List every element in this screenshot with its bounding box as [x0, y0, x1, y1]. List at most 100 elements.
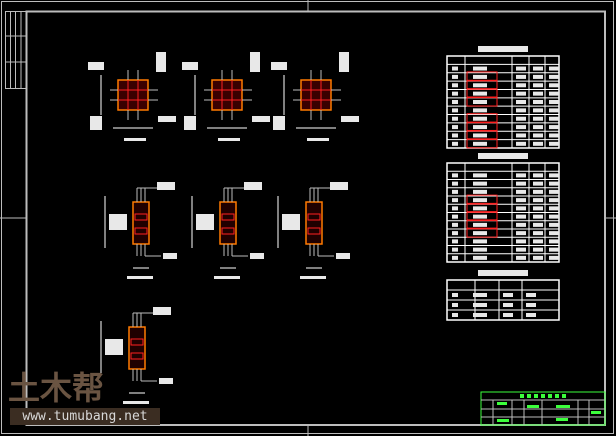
rebar-table-1 [446, 46, 560, 149]
cell-mark [473, 91, 487, 96]
stirrup [130, 352, 144, 360]
cell-mark [473, 293, 487, 297]
rebar-callout [336, 253, 350, 259]
cell-mark [549, 66, 559, 71]
cell-mark [533, 214, 543, 219]
cell-mark [503, 303, 513, 307]
cell-mark [549, 141, 559, 146]
section-label [123, 401, 149, 404]
cell-mark [533, 66, 543, 71]
cell-mark [549, 189, 559, 194]
cell-mark [473, 181, 487, 186]
stirrup [130, 338, 144, 346]
title-char [562, 394, 566, 398]
cell-mark [473, 173, 487, 178]
rebar-callout [196, 214, 214, 230]
section-label [127, 276, 153, 279]
stirrup [134, 227, 148, 235]
cell-mark [473, 231, 487, 236]
cell-mark [473, 83, 487, 88]
cell-mark [473, 303, 487, 307]
table-title [478, 46, 528, 52]
cell-mark [503, 313, 513, 317]
cell-mark [516, 181, 526, 186]
stirrup [221, 213, 235, 221]
cell-mark [473, 66, 487, 71]
section-3-3 [271, 52, 359, 141]
cell-mark [516, 173, 526, 178]
section-4-4 [104, 182, 177, 279]
stirrup [307, 227, 321, 235]
rebar-callout [159, 378, 173, 384]
concrete-outline [132, 201, 150, 245]
stirrup [307, 213, 321, 221]
cell-mark [526, 293, 536, 297]
rebar-callout [250, 253, 264, 259]
rebar-sketch [466, 211, 498, 222]
cell-mark [473, 141, 487, 146]
cell-mark [473, 125, 487, 130]
section-6-6 [277, 182, 350, 279]
cell-mark [452, 293, 458, 297]
cell-mark [516, 116, 526, 121]
rebar-callout [252, 116, 270, 122]
cell-mark [516, 100, 526, 104]
table-title [478, 153, 528, 159]
rebar-sketch [466, 79, 498, 90]
cell-mark [533, 198, 543, 203]
cell-mark [549, 247, 559, 252]
cell-mark [526, 303, 536, 307]
watermark-url: www.tumubang.net [10, 408, 160, 425]
cell-mark [473, 214, 487, 219]
cell-mark [516, 231, 526, 236]
cell-mark [533, 181, 543, 186]
cell-mark [452, 116, 458, 121]
rebar-table-2 [446, 153, 560, 263]
section-label [307, 138, 329, 141]
cell-mark [549, 173, 559, 178]
cell-mark [473, 222, 487, 227]
section-5-5 [191, 182, 264, 279]
cell-mark [549, 198, 559, 203]
concrete-outline [211, 79, 243, 111]
cell-mark [516, 255, 526, 260]
cell-mark [533, 222, 543, 227]
section-label [300, 276, 326, 279]
title-char [527, 394, 531, 398]
cell-mark [549, 206, 559, 211]
rebar-callout [156, 52, 166, 72]
rebar-callout [182, 62, 198, 70]
rebar-callout [244, 182, 262, 190]
rebar-sketch [466, 138, 498, 149]
cell-mark [516, 125, 526, 130]
cell-mark [516, 66, 526, 71]
stirrup [134, 213, 148, 221]
cell-mark [516, 239, 526, 244]
title-text [497, 402, 507, 405]
title-char [555, 394, 559, 398]
rebar-sketch [466, 219, 498, 230]
cell-mark [473, 247, 487, 252]
cell-mark [533, 255, 543, 260]
rebar-sketch [466, 71, 498, 82]
cell-mark [452, 133, 458, 138]
cell-mark [533, 141, 543, 146]
concrete-outline [219, 201, 237, 245]
cell-mark [533, 206, 543, 211]
cell-mark [452, 206, 458, 211]
concrete-outline [300, 79, 332, 111]
cell-mark [549, 91, 559, 96]
cell-mark [533, 74, 543, 79]
rebar-callout [105, 339, 123, 355]
cell-mark [452, 74, 458, 79]
cell-mark [473, 313, 487, 317]
cell-mark [516, 198, 526, 203]
rebar-callout [88, 62, 104, 70]
title-text [527, 405, 539, 408]
concrete-outline [128, 326, 146, 370]
cell-mark [549, 133, 559, 138]
cell-mark [549, 83, 559, 88]
rebar-sketch [466, 194, 498, 205]
